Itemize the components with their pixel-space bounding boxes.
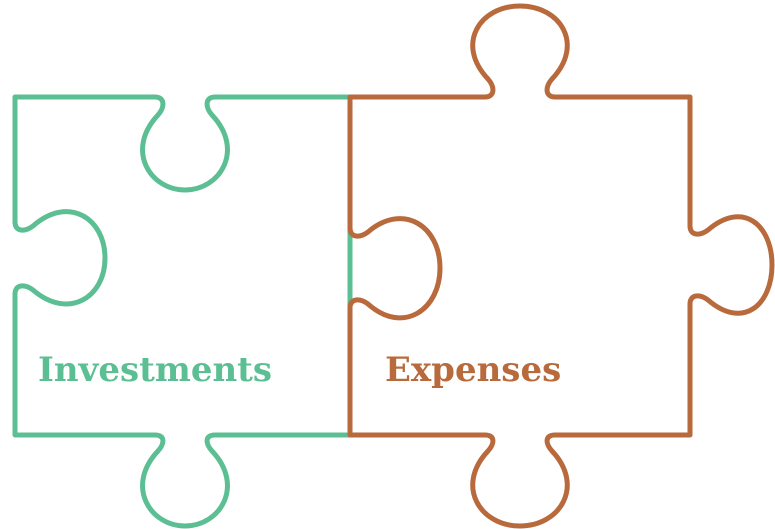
expenses-piece: Expenses bbox=[347, 3, 775, 529]
expenses-label: Expenses bbox=[385, 350, 561, 390]
investments-label: Investments bbox=[38, 350, 272, 390]
investments-piece-outline bbox=[12, 94, 353, 529]
expenses-piece-outline bbox=[347, 3, 775, 529]
investments-piece: Investments bbox=[12, 94, 353, 529]
